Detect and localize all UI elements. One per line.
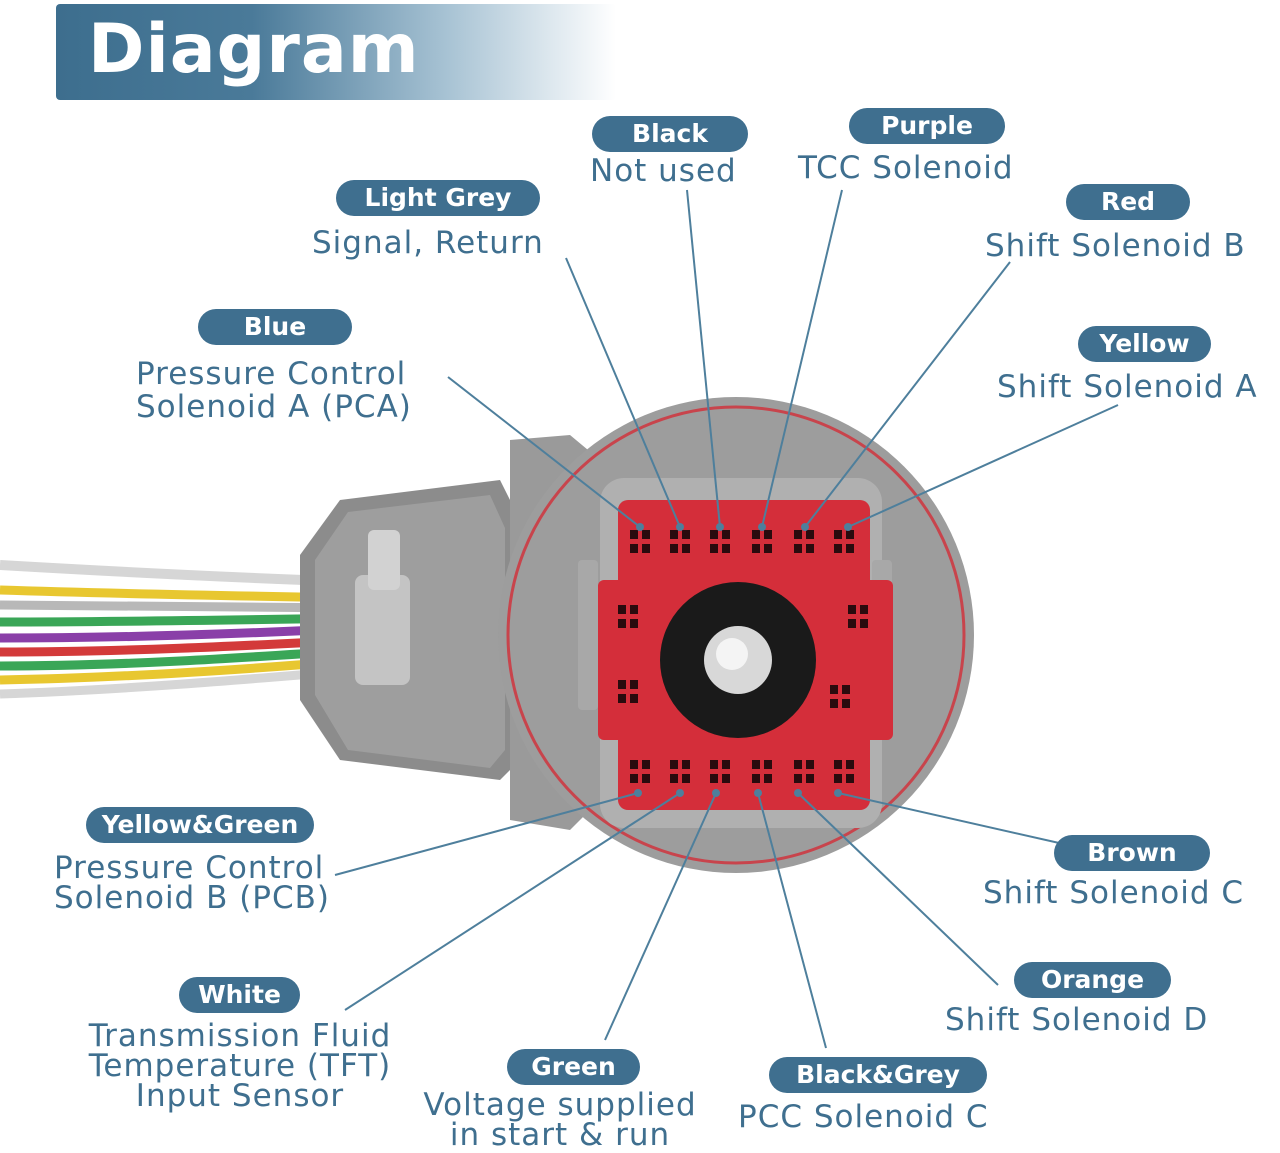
label-white-line-3: Input Sensor: [135, 1078, 345, 1114]
label-blue-line-1: Pressure Control: [136, 356, 407, 392]
leader-dots: [634, 523, 852, 797]
wire-pill-yellow: Yellow: [1078, 326, 1211, 362]
leader-line-blue: [447, 376, 641, 528]
bottom-cavity-2: [670, 760, 690, 783]
label-white-line-1: Transmission Fluid: [88, 1018, 392, 1054]
leader-line-green: [604, 792, 717, 1041]
leader-line-yellow: [847, 404, 1119, 528]
top-cavity-1: [630, 530, 650, 553]
label-yellow-green-line-2: Solenoid B (PCB): [54, 880, 331, 916]
leader-line-light-grey: [565, 257, 681, 528]
wire-pill-white: White: [179, 977, 300, 1013]
bottom-cavity-6: [834, 760, 854, 783]
wire-pill-yellow-green: Yellow&Green: [86, 807, 314, 843]
side-cavity-2: [618, 680, 638, 703]
leader-line-white: [344, 792, 681, 1011]
label-green-line-1: Voltage supplied: [423, 1087, 697, 1123]
leader-line-red: [804, 261, 1011, 528]
side-cavity-4: [830, 685, 850, 708]
leader-line-black: [686, 189, 721, 528]
label-blue-line-2: Solenoid A (PCA): [136, 389, 412, 425]
label-red-line-1: Shift Solenoid B: [985, 228, 1246, 264]
side-cavity-3: [848, 605, 868, 628]
bottom-cavity-4: [752, 760, 772, 783]
top-cavity-5: [794, 530, 814, 553]
side-cavity-1: [618, 605, 638, 628]
wire-pill-blue: Blue: [198, 309, 352, 345]
wire-pill-orange: Orange: [1014, 962, 1171, 998]
wire-pill-light-grey: Light Grey: [336, 180, 540, 216]
connector-body: [300, 397, 974, 873]
label-purple-line-1: TCC Solenoid: [798, 150, 1014, 186]
wire-pill-purple: Purple: [849, 108, 1005, 144]
top-cavity-6: [834, 530, 854, 553]
bottom-cavity-1: [630, 760, 650, 783]
top-cavity-3: [710, 530, 730, 553]
bottom-cavity-5: [794, 760, 814, 783]
leader-line-orange: [797, 792, 999, 986]
top-cavity-4: [752, 530, 772, 553]
wire-pill-red: Red: [1066, 184, 1190, 220]
cavity-grid: [618, 530, 868, 783]
bottom-cavity-3: [710, 760, 730, 783]
leader-line-purple: [761, 189, 843, 528]
leader-line-black-grey: [757, 792, 827, 1049]
wire-pill-black-grey: Black&Grey: [769, 1057, 987, 1093]
label-yellow-line-1: Shift Solenoid A: [997, 369, 1258, 405]
wire-pill-black: Black: [592, 116, 748, 152]
label-black-grey-line-1: PCC Solenoid C: [738, 1099, 989, 1135]
leader-line-brown: [837, 792, 1069, 846]
label-black-line-1: Not used: [590, 153, 737, 189]
label-green-line-2: in start & run: [449, 1117, 671, 1153]
label-light-grey-line-1: Signal, Return: [312, 225, 544, 261]
page-title: Diagram: [88, 10, 420, 89]
wire-pill-green: Green: [507, 1049, 640, 1085]
label-yellow-green-line-1: Pressure Control: [54, 850, 325, 886]
top-cavity-2: [670, 530, 690, 553]
leader-lines: [334, 189, 1119, 1049]
leader-line-yellow-green: [334, 792, 639, 876]
wire-pill-brown: Brown: [1054, 835, 1210, 871]
label-orange-line-1: Shift Solenoid D: [945, 1002, 1209, 1038]
label-brown-line-1: Shift Solenoid C: [983, 875, 1245, 911]
label-white-line-2: Temperature (TFT): [88, 1048, 392, 1084]
title-banner: [56, 4, 616, 100]
